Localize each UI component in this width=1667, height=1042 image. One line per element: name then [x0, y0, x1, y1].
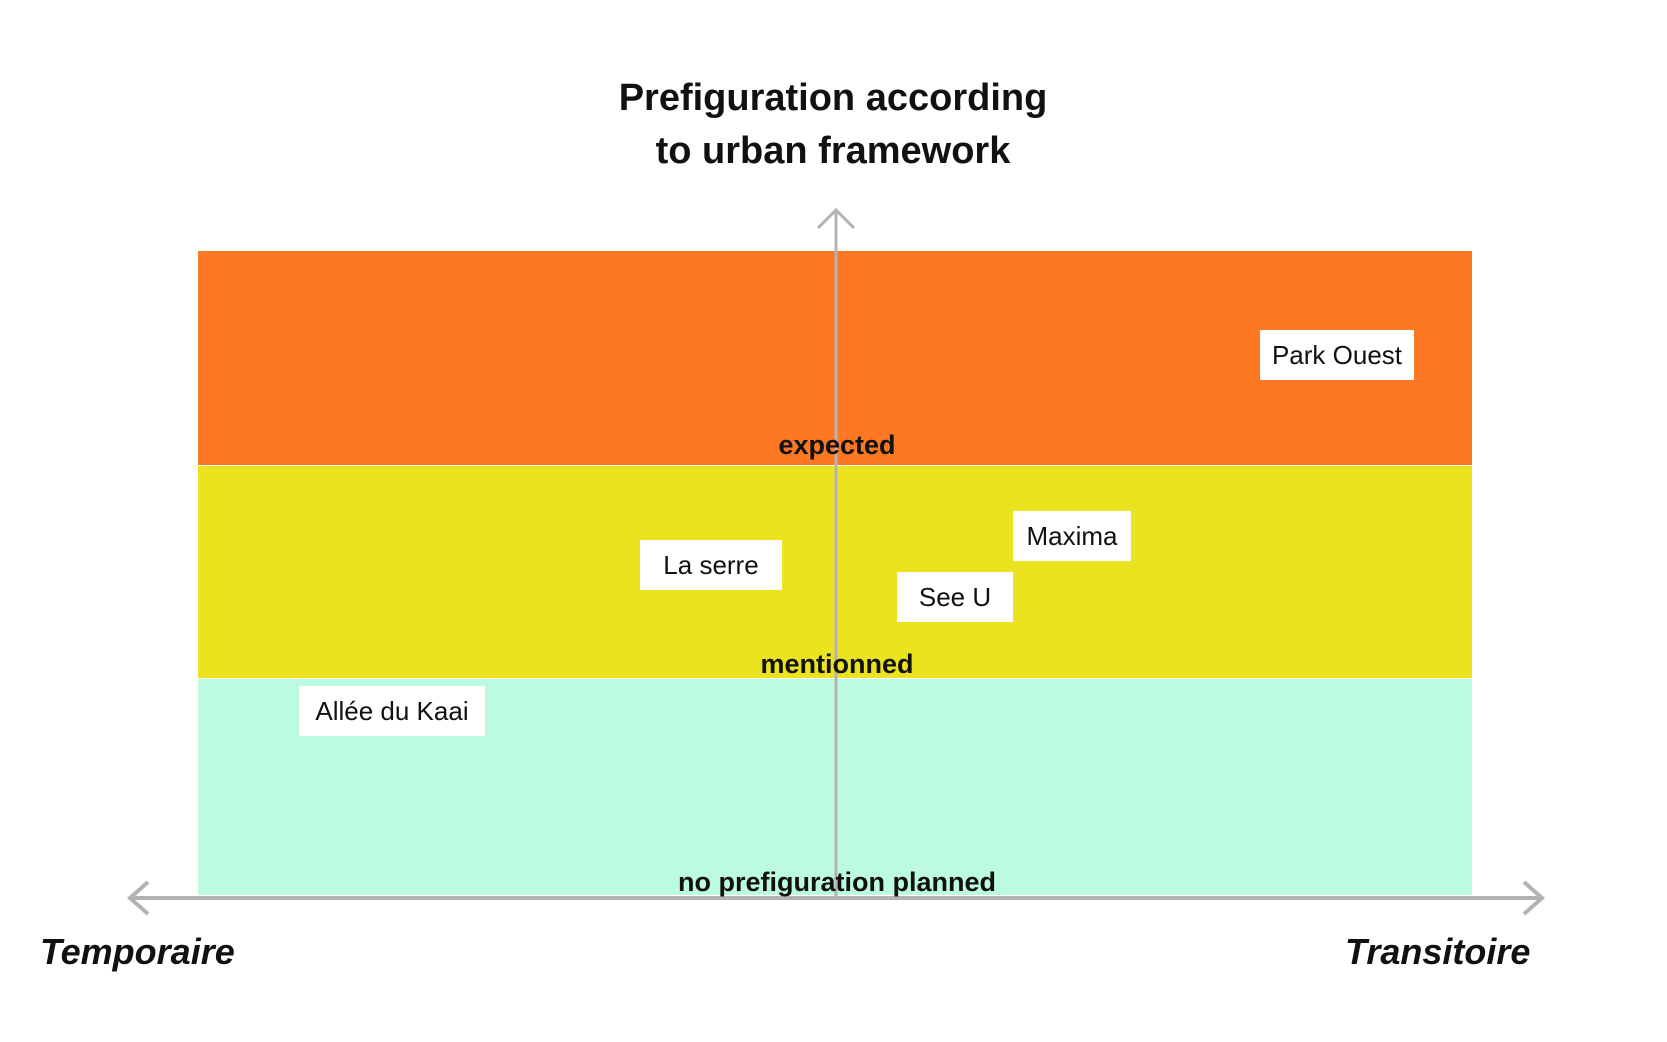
axis-label-transitoire: Transitoire	[1345, 931, 1531, 972]
project-allee-du-kaai: Allée du Kaai	[299, 686, 485, 736]
left-axis-arrowhead	[126, 880, 150, 916]
project-see-u: See U	[897, 572, 1013, 622]
right-axis-arrowhead	[1522, 880, 1546, 916]
vertical-axis-arrowhead	[816, 207, 856, 230]
diagram-title: Prefiguration according to urban framewo…	[618, 77, 1048, 172]
project-park-ouest: Park Ouest	[1260, 330, 1414, 380]
level-label-expected: expected	[778, 430, 896, 460]
project-maxima: Maxima	[1013, 511, 1131, 561]
level-label-mentionned: mentionned	[760, 649, 914, 679]
project-la-serre: La serre	[640, 540, 782, 590]
level-label-no-prefiguration: no prefiguration planned	[678, 867, 996, 897]
axis-label-temporaire: Temporaire	[40, 931, 235, 972]
